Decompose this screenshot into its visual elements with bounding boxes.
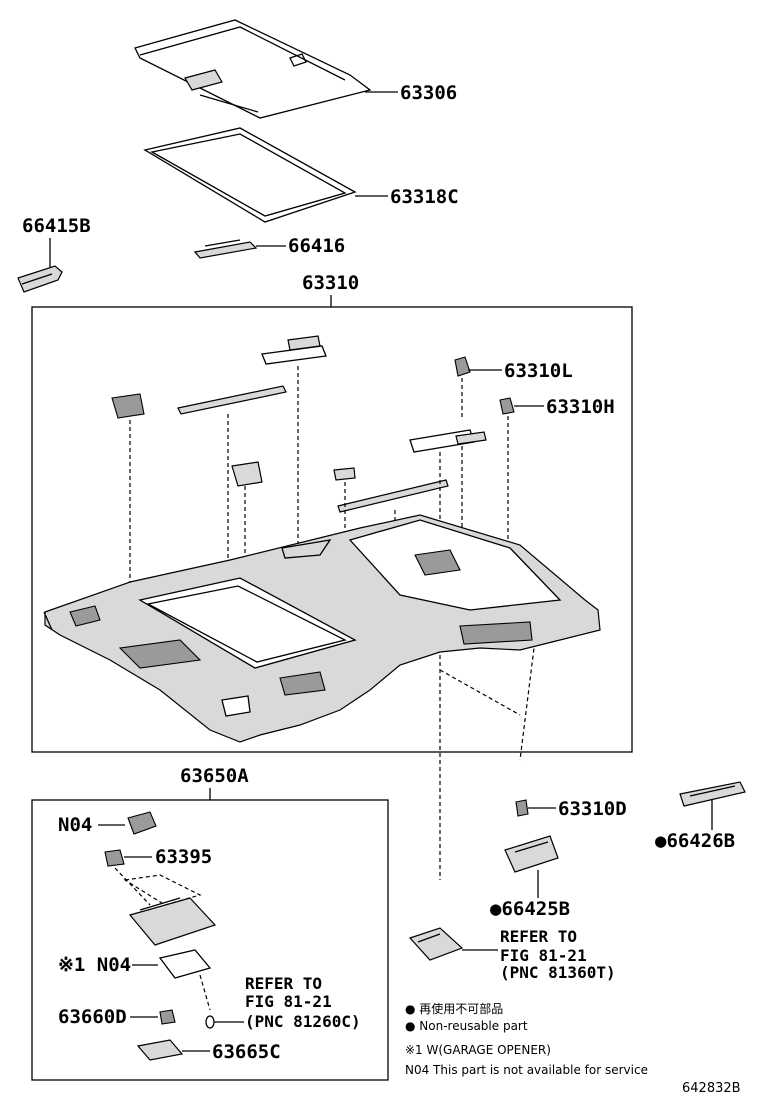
bulb-63660D (159, 1009, 176, 1025)
legend-non-reusable-en: ● Non-reusable part (405, 1019, 528, 1033)
ref2-line1: REFER TO (245, 974, 322, 993)
ref1-line2: FIG 81-21 (500, 946, 587, 965)
label-63395: 63395 (155, 846, 212, 868)
ref1-line1: REFER TO (500, 927, 577, 946)
bracket-66426B (679, 781, 746, 807)
legend-non-reusable-jp: ● 再使用不可部品 (405, 1001, 503, 1016)
label-66425B: ●66425B (490, 898, 570, 920)
socket-connector (205, 1015, 215, 1029)
label-63318C: 63318C (390, 186, 459, 208)
console-assembly-frame (31, 799, 389, 1081)
sunshade-panel-63306 (134, 19, 372, 119)
bracket-66425B (504, 835, 559, 873)
label-63310D: 63310D (558, 798, 627, 820)
screw-63395 (104, 849, 125, 867)
label-63650A: 63650A (180, 765, 249, 787)
glass-seal-63318C (143, 127, 357, 223)
label-63660D: 63660D (58, 1006, 127, 1028)
clip-N04 (127, 811, 157, 835)
label-66416: 66416 (288, 235, 345, 257)
diagram-code: 642832B (682, 1081, 741, 1096)
label-63310L: 63310L (504, 360, 573, 382)
clip-66415B (17, 265, 63, 293)
console-lamp-assembly (114, 867, 217, 946)
map-lamp (408, 927, 464, 961)
label-N04: N04 (58, 814, 92, 836)
label-63306: 63306 (400, 82, 457, 104)
garage-opener-N04 (158, 949, 212, 979)
label-63665C: 63665C (212, 1041, 281, 1063)
ref2-line2: FIG 81-21 (245, 992, 332, 1011)
lens-63665C (136, 1039, 184, 1061)
headliner-assembly-frame (31, 306, 633, 753)
clip-63310D (515, 799, 529, 817)
legend-note-n04: N04 This part is not available for servi… (405, 1063, 648, 1077)
label-N04-garage: ※1 N04 (58, 954, 131, 976)
headliner-body (43, 514, 601, 743)
headliner-small-parts (111, 335, 515, 513)
bracket-66416 (193, 239, 258, 259)
legend-note-garage: ※1 W(GARAGE OPENER) (405, 1043, 551, 1057)
label-63310H: 63310H (546, 396, 615, 418)
ref1-line3: (PNC 81360T) (500, 963, 616, 982)
label-63310: 63310 (302, 272, 359, 294)
label-66426B: ●66426B (655, 830, 735, 852)
ref2-line3: (PNC 81260C) (245, 1012, 361, 1031)
label-66415B: 66415B (22, 215, 91, 237)
